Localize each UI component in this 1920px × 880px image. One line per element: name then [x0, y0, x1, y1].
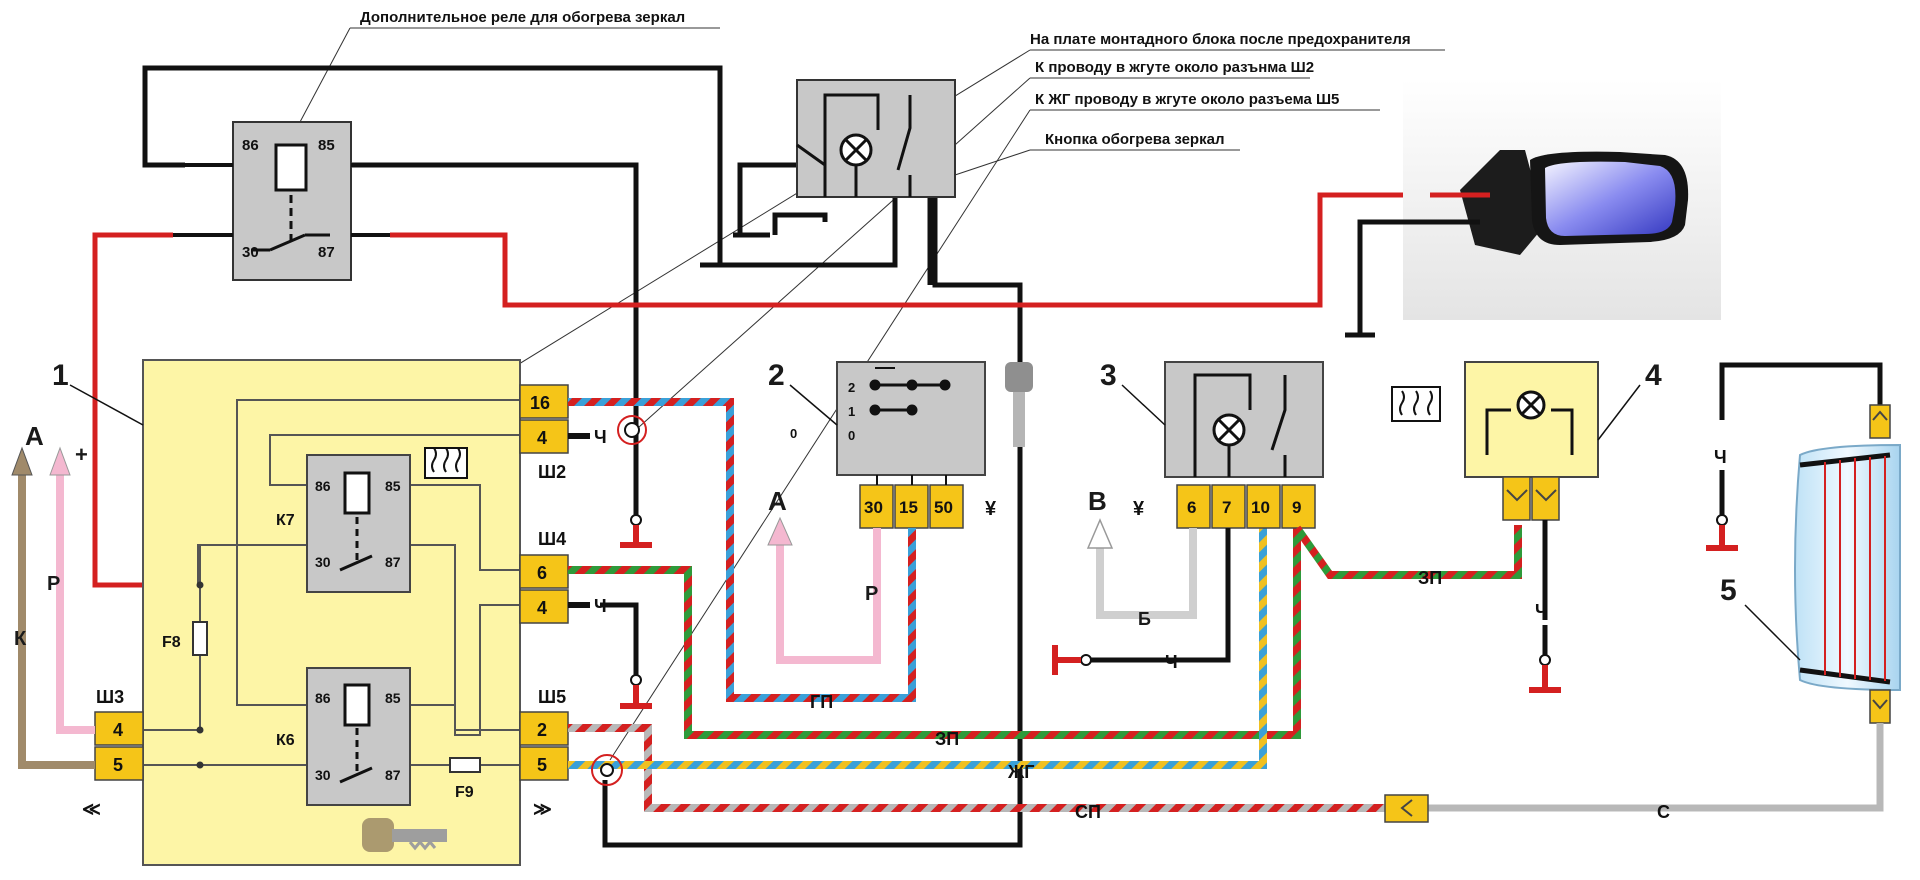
k6-pin-85: 85	[385, 690, 401, 706]
ign-side-0: 0	[790, 426, 797, 441]
defrost-icon-indicator	[1391, 386, 1441, 422]
wire-k-left: К	[14, 628, 27, 650]
annotations: Дополнительное реле для обогрева зеркал …	[360, 9, 1411, 148]
switch-number: 3	[1100, 359, 1117, 392]
wire-ch-switch: Ч	[1165, 652, 1178, 672]
left-supply-arrows: А + Р К	[11, 421, 95, 769]
k6-pin-30: 30	[315, 767, 331, 783]
aux-pin-85: 85	[318, 137, 335, 154]
mirror-switch-body	[1164, 361, 1324, 478]
sh4-wires: Ч ЗП	[568, 525, 1301, 749]
sh5-note: К ЖГ проводу в жгуте около разъема Ш5	[1035, 91, 1339, 108]
heater-indicator-body	[1464, 361, 1599, 478]
wire-zhg: ЖГ	[1007, 762, 1034, 782]
ignition-switch: 2 1 0 30 15 50 2 0 ¥	[768, 359, 1033, 529]
k7-pin-86: 86	[315, 478, 331, 494]
sw-pin-10: 10	[1251, 498, 1270, 517]
k7-pin-30: 30	[315, 554, 331, 570]
svg-text:¥: ¥	[985, 498, 997, 520]
sh5-wires: ЖГ СП	[568, 525, 1385, 822]
switch-wires: В Б Ч ЗП	[1052, 486, 1522, 675]
svg-text:≫: ≫	[533, 799, 552, 819]
arrow-a-left: А	[25, 421, 44, 451]
sh4-label: Ш4	[538, 529, 566, 549]
sh5-pin-2: 2	[537, 720, 547, 740]
sh3-pin-5: 5	[113, 755, 123, 775]
ign-pin-50: 50	[934, 498, 953, 517]
ignition-switch-body	[836, 361, 986, 476]
arrow-a-ign: А	[768, 486, 787, 516]
wire-s: С	[1657, 802, 1670, 822]
sh2-wires: Ч	[568, 398, 745, 702]
indicator-number: 4	[1645, 359, 1662, 392]
mirror-switch: 6 7 10 9 3 ¥	[1100, 359, 1324, 529]
ign-pos-1: 1	[848, 404, 855, 419]
k7-pin-85: 85	[385, 478, 401, 494]
mirror-photo	[1360, 80, 1721, 320]
heating-button	[796, 79, 956, 198]
svg-text:¥: ¥	[1133, 498, 1145, 520]
sh5-pin-5: 5	[537, 755, 547, 775]
sh4-pin-4: 4	[537, 598, 547, 618]
mirror-glass	[1545, 161, 1676, 236]
sh2-label: Ш2	[538, 462, 566, 482]
aux-pin-87: 87	[318, 244, 335, 261]
mirror-mount	[1460, 150, 1545, 255]
k6-pin-86: 86	[315, 690, 331, 706]
mounting-block: F8 F9 86 85 30 87 К7 86 85 30 87 К6	[52, 359, 537, 866]
ignition-key-icon	[1005, 362, 1033, 447]
block-number: 1	[52, 359, 69, 392]
wire-zp-bottom: ЗП	[935, 729, 959, 749]
k6-label: К6	[276, 732, 295, 749]
aux-pin-30: 30	[242, 244, 259, 261]
wire-ch-indicator: Ч	[1535, 601, 1548, 621]
heating-button-body	[796, 79, 956, 198]
aux-relay: 86 85 30 87	[173, 121, 390, 281]
svg-text:≪: ≪	[82, 799, 101, 819]
ign-pin-30: 30	[864, 498, 883, 517]
sh3-label: Ш3	[96, 687, 124, 707]
heater-number: 5	[1720, 574, 1737, 607]
wire-ch-sh2: Ч	[594, 427, 607, 447]
f8-label: F8	[162, 634, 181, 651]
relay-note: Дополнительное реле для обогрева зеркал	[360, 9, 685, 26]
sh2-pin-4: 4	[537, 428, 547, 448]
ign-pos-2: 2	[848, 380, 855, 395]
defrost-icon	[424, 447, 468, 479]
wire-r-ign: Р	[865, 583, 878, 605]
f9-label: F9	[455, 784, 474, 801]
wire-ch-heater: Ч	[1714, 447, 1727, 467]
sw-pin-7: 7	[1222, 498, 1231, 517]
sw-pin-6: 6	[1187, 498, 1196, 517]
plus-sign: +	[75, 442, 88, 467]
wire-gp: ГП	[810, 692, 833, 712]
wire-r-left: Р	[47, 573, 60, 595]
k7-pin-87: 87	[385, 554, 401, 570]
sh2-note: К проводу в жгуте около разънма Ш2	[1035, 59, 1314, 76]
sh5-label: Ш5	[538, 687, 566, 707]
mirror-heater: Ч С 5	[1384, 362, 1901, 823]
sh3-pin-4: 4	[113, 720, 123, 740]
ign-pin-15: 15	[899, 498, 918, 517]
k6-pin-87: 87	[385, 767, 401, 783]
ignition-number: 2	[768, 359, 785, 392]
sh2-pin-16: 16	[530, 393, 550, 413]
sh4-pin-6: 6	[537, 563, 547, 583]
ign-pos-0: 0	[848, 428, 855, 443]
sw-pin-9: 9	[1292, 498, 1301, 517]
wire-zp-switch: ЗП	[1418, 568, 1442, 588]
arrow-b: В	[1088, 486, 1107, 516]
wire-sp: СП	[1075, 802, 1101, 822]
ignition-wires: А Р ГП	[745, 486, 916, 712]
aux-pin-86: 86	[242, 137, 259, 154]
block-connectors: 16 4 Ш2 6 4 Ш4 2 5 Ш5 4 5 Ш3 ≪ ≫	[82, 384, 569, 819]
wire-b: Б	[1138, 609, 1151, 629]
button-note: Кнопка обогрева зеркал	[1045, 131, 1224, 148]
k7-label: К7	[276, 512, 295, 529]
heater-indicator: 4 Ч	[1391, 359, 1662, 693]
fuse-note: На плате монтадного блока после предохра…	[1030, 31, 1411, 48]
key-icon	[362, 818, 447, 852]
